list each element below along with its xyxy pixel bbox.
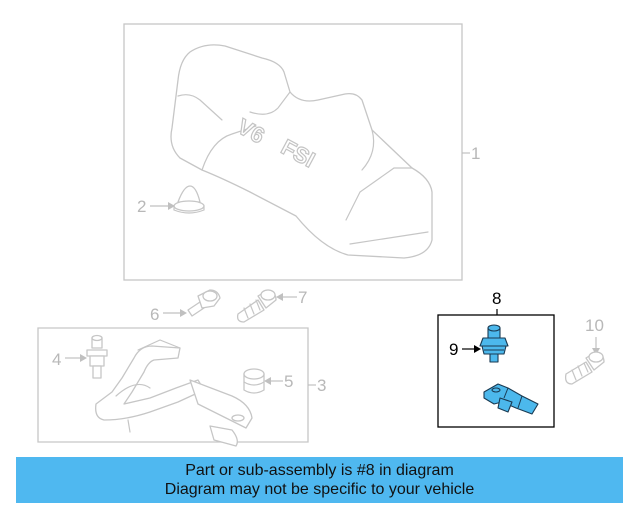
highlighted-group-box bbox=[437, 314, 555, 428]
callout-9[interactable]: 9 bbox=[449, 340, 458, 359]
callout-8[interactable]: 8 bbox=[492, 289, 501, 308]
callout-7[interactable]: 7 bbox=[298, 288, 307, 307]
callout-6[interactable]: 6 bbox=[150, 305, 159, 324]
grommet-part[interactable] bbox=[173, 185, 205, 214]
callout-1[interactable]: 1 bbox=[471, 144, 480, 163]
nut-part[interactable] bbox=[243, 368, 265, 394]
bracket-group-box bbox=[37, 327, 309, 443]
stud-part-9-highlighted[interactable] bbox=[479, 324, 509, 363]
banner-line-2: Diagram may not be specific to your vehi… bbox=[164, 481, 475, 498]
banner-line-1: Part or sub-assembly is #8 in diagram bbox=[185, 462, 454, 479]
callout-3[interactable]: 3 bbox=[317, 376, 326, 395]
info-banner: Part or sub-assembly is #8 in diagram Di… bbox=[16, 457, 623, 503]
callout-2[interactable]: 2 bbox=[137, 197, 146, 216]
bolt-part-10[interactable] bbox=[564, 351, 605, 385]
stud-part[interactable] bbox=[86, 334, 108, 379]
bracket-part-8-highlighted[interactable] bbox=[483, 383, 539, 415]
callout-4[interactable]: 4 bbox=[52, 350, 61, 369]
engine-cover-part[interactable]: V6 FSI bbox=[170, 44, 433, 259]
callout-10[interactable]: 10 bbox=[585, 316, 604, 335]
engine-cover-group-box bbox=[123, 23, 463, 281]
callout-5[interactable]: 5 bbox=[284, 372, 293, 391]
bolt-part-7[interactable] bbox=[236, 289, 277, 323]
bolt-part-6[interactable] bbox=[187, 289, 221, 317]
bracket-part[interactable] bbox=[95, 339, 253, 447]
